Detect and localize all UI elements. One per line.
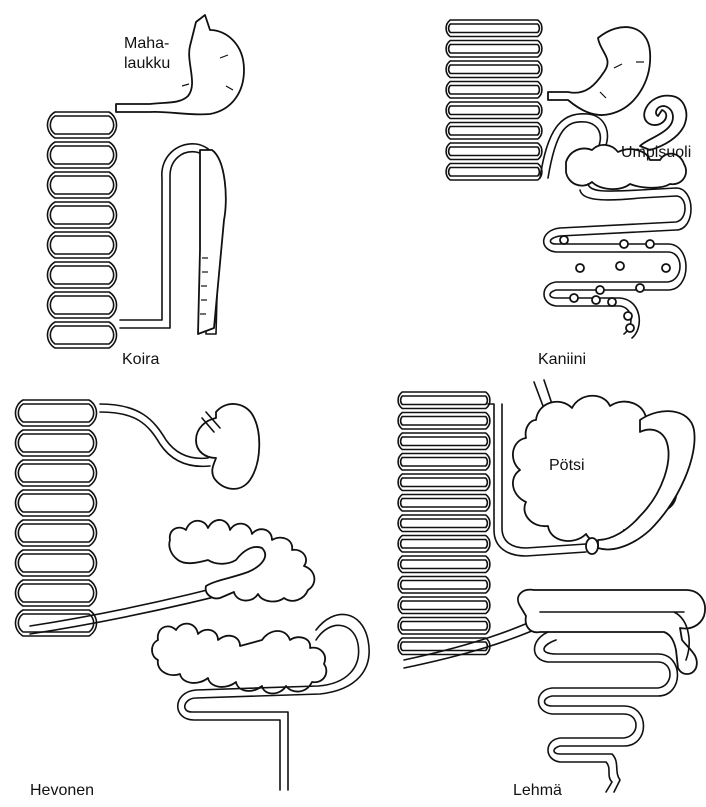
rabbit-pellet bbox=[662, 264, 670, 272]
rabbit-cecum-label: Umpisuoli bbox=[621, 144, 691, 161]
rabbit-pellet bbox=[626, 324, 634, 332]
rabbit-pellet bbox=[624, 312, 632, 320]
horse-duodenum bbox=[100, 404, 210, 466]
rabbit-caption: Kaniini bbox=[538, 351, 586, 368]
rabbit-pellet bbox=[576, 264, 584, 272]
rabbit-pellet bbox=[608, 298, 616, 306]
cow-rumen-label: Pötsi bbox=[549, 457, 585, 474]
rabbit-pellet bbox=[620, 240, 628, 248]
cow-panel: Pötsi Lehmä bbox=[398, 380, 705, 799]
horse-large-colon bbox=[152, 624, 326, 694]
rabbit-pellet bbox=[560, 236, 568, 244]
dog-stomach-label-line2: laukku bbox=[124, 55, 170, 72]
dog-rectum bbox=[198, 150, 226, 334]
dog-panel: Maha- laukku Koira bbox=[47, 15, 244, 368]
rabbit-pellet bbox=[592, 296, 600, 304]
rabbit-colon bbox=[544, 184, 691, 338]
rabbit-pellet bbox=[570, 294, 578, 302]
rabbit-stomach bbox=[548, 27, 650, 115]
dog-small-intestine bbox=[47, 112, 116, 348]
horse-caption: Hevonen bbox=[30, 782, 94, 799]
horse-colon bbox=[169, 520, 314, 602]
rabbit-small-intestine bbox=[446, 20, 542, 180]
dog-caption: Koira bbox=[122, 351, 159, 368]
cow-pylorus bbox=[586, 538, 598, 554]
cow-spiral-colon bbox=[535, 632, 678, 792]
rabbit-pellet bbox=[636, 284, 644, 292]
rabbit-pellet bbox=[616, 262, 624, 270]
rabbit-appendix bbox=[640, 96, 686, 150]
dog-stomach-label-line1: Maha- bbox=[124, 35, 169, 52]
dog-stomach-mark bbox=[182, 84, 189, 86]
horse-stomach bbox=[196, 404, 259, 489]
rabbit-panel: Umpisuoli Kaniini bbox=[446, 20, 691, 368]
horse-small-intestine bbox=[15, 400, 96, 636]
cow-small-intestine bbox=[398, 392, 490, 655]
rabbit-pellet bbox=[646, 240, 654, 248]
horse-panel: Hevonen bbox=[15, 400, 369, 799]
rabbit-pellet bbox=[596, 286, 604, 294]
cow-caption: Lehmä bbox=[513, 782, 562, 799]
